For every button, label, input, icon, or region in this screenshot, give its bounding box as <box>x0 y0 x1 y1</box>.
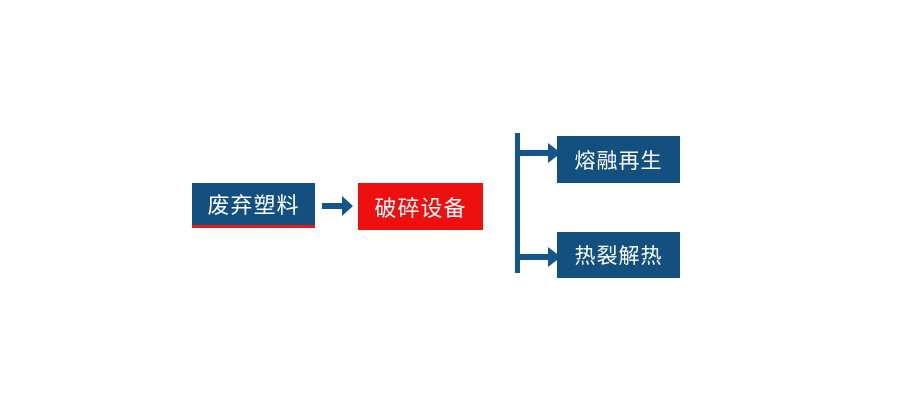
node-input-waste-plastic[interactable]: 废弃塑料 <box>192 183 315 228</box>
node-input-label: 废弃塑料 <box>207 193 300 218</box>
node-process-label: 破碎设备 <box>374 195 467 221</box>
node-process-crusher[interactable]: 破碎设备 <box>358 183 483 230</box>
arrow-right-icon-branch-bottom <box>518 245 562 269</box>
arrow-right-icon-branch-top <box>518 141 562 165</box>
node-output-pyrolysis-heat[interactable]: 热裂解热 <box>557 232 680 278</box>
vertical-bus-line <box>515 133 520 273</box>
arrow-right-icon-main <box>322 193 354 219</box>
node-output-top-label: 熔融再生 <box>574 149 663 173</box>
node-output-melt-regeneration[interactable]: 熔融再生 <box>557 136 680 183</box>
node-output-bottom-label: 热裂解热 <box>574 245 663 268</box>
